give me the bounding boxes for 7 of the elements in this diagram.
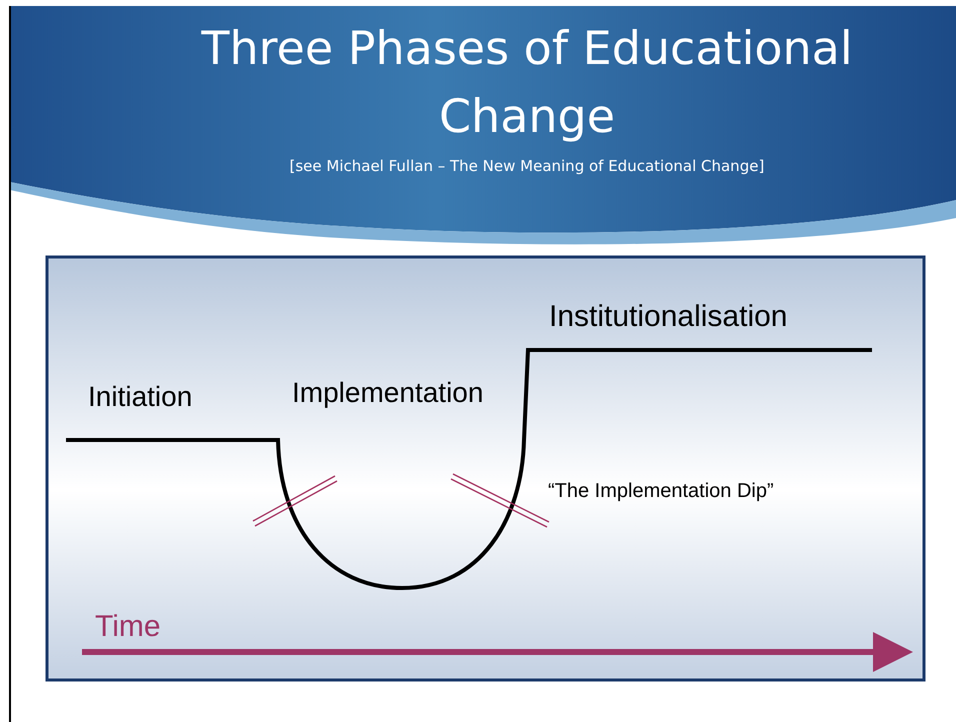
phase-label: Initiation [88, 382, 192, 413]
phase-label: Implementation [292, 378, 484, 409]
subtitle: [see Michael Fullan – The New Meaning of Educational Change] [290, 158, 764, 174]
annotation-text: “The Implementation Dip” [548, 480, 774, 502]
slide-title: Three Phases of Educational Change [200, 20, 854, 145]
axis-label: Time [95, 610, 161, 643]
phase-label: Institutionalisation [549, 300, 788, 333]
